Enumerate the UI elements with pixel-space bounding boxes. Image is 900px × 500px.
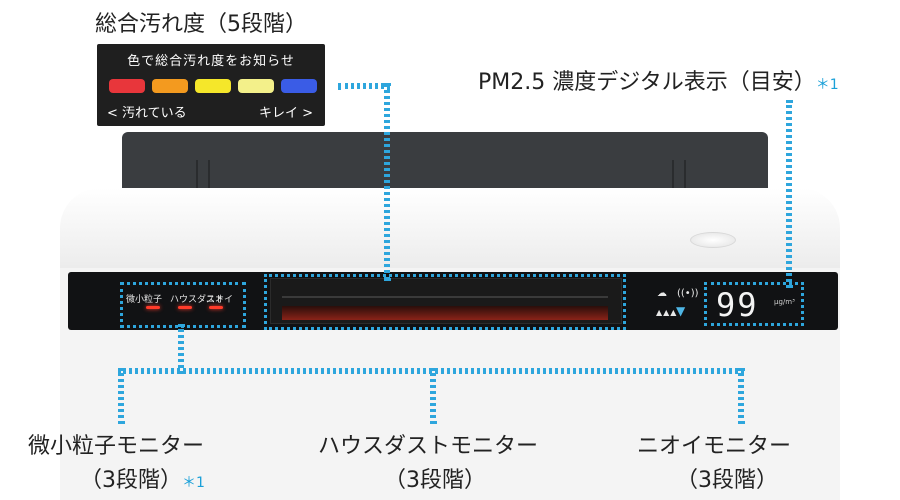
odor-monitor-label: ニオイモニター xyxy=(637,434,792,459)
pm25-label: PM2.5 濃度デジタル表示（目安）＊1 xyxy=(478,64,839,96)
callout-display-box xyxy=(704,282,804,326)
wifi-icon: ((•)) xyxy=(677,288,699,299)
pm25-footnote: ＊1 xyxy=(815,77,839,93)
micro-monitor-level: （3段階） xyxy=(80,468,182,493)
panel-label-dust: ハウスダスト xyxy=(170,295,225,305)
micro-monitor-label: 微小粒子モニター xyxy=(28,434,205,459)
legend-swatch-orange xyxy=(152,79,188,93)
callout-line xyxy=(118,368,124,424)
micro-led xyxy=(146,306,160,309)
dirt-indicator-light xyxy=(282,306,608,320)
callout-line xyxy=(786,100,792,288)
panel-label-odor: ニオイ xyxy=(206,295,234,305)
pm25-unit: μg/m³ xyxy=(774,298,795,306)
legend-swatch-blue xyxy=(281,79,317,93)
power-button[interactable] xyxy=(690,232,736,248)
legend-swatch-yellow xyxy=(195,79,231,93)
callout-line xyxy=(384,83,390,281)
purifier-top-shell xyxy=(60,188,840,268)
odor-monitor-sub: （3段階） xyxy=(676,468,778,493)
legend-title: 色で総合汚れ度をお知らせ xyxy=(127,54,295,69)
pm25-label-text: PM2.5 濃度デジタル表示（目安） xyxy=(478,70,816,95)
odor-led xyxy=(209,306,223,309)
legend-dirty-label: < 汚れている xyxy=(107,106,187,121)
callout-line xyxy=(178,324,184,374)
legend-clean-label: キレイ > xyxy=(258,106,313,121)
callout-monitor-box xyxy=(120,282,246,328)
dust-monitor-label: ハウスダストモニター xyxy=(318,434,539,459)
callout-line xyxy=(338,83,390,89)
micro-monitor-sub: （3段階）＊1 xyxy=(80,462,205,494)
callout-line xyxy=(738,368,744,424)
callout-line xyxy=(430,368,436,424)
dust-led xyxy=(178,306,192,309)
humidity-drops-icon: ▲▲▲ xyxy=(656,308,678,317)
cloud-icon: ☁ xyxy=(657,288,667,299)
dust-monitor-sub: （3段階） xyxy=(384,468,486,493)
vent-slit xyxy=(282,296,608,298)
callout-vent-box xyxy=(264,274,626,330)
panel-label-micro: 微小粒子 xyxy=(126,295,163,305)
color-legend: 色で総合汚れ度をお知らせ < 汚れている キレイ > xyxy=(97,44,325,126)
pm25-display: 99 xyxy=(716,286,759,324)
legend-swatch-red xyxy=(109,79,145,93)
total-dirt-label: 総合汚れ度（5段階） xyxy=(95,12,307,37)
legend-swatch-pale-yellow xyxy=(238,79,274,93)
humidity-level-icon: ▼ xyxy=(676,304,686,318)
micro-monitor-footnote: ＊1 xyxy=(182,475,205,491)
purifier-body xyxy=(60,225,840,500)
